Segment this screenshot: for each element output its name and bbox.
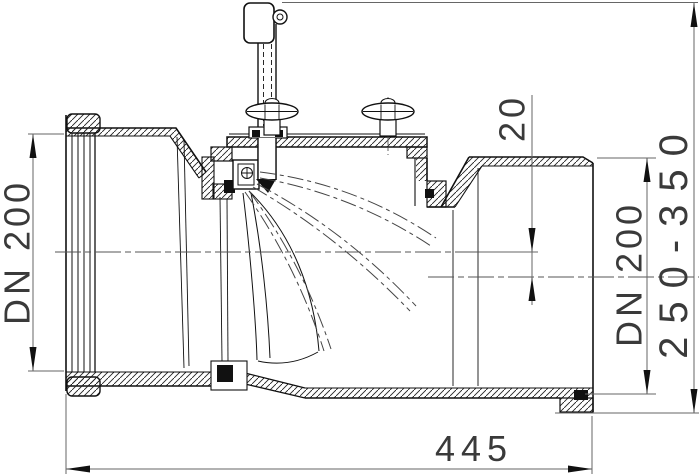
dimension-height-range: 250-350 [282, 2, 699, 414]
bottom-seal [217, 365, 233, 382]
arrow-right-icon [568, 465, 592, 473]
centerlines [55, 251, 699, 278]
lid-flange-right [406, 146, 428, 159]
collar-seal [425, 189, 434, 198]
arrow-up-icon [690, 3, 698, 27]
outlet-spigot [469, 156, 594, 412]
knob-right [361, 97, 415, 155]
dimension-length: 445 [65, 394, 593, 474]
lid [210, 133, 428, 162]
lid-flange-left [210, 146, 233, 162]
arrow-down-icon [29, 347, 37, 371]
bottom-wall [210, 360, 594, 413]
flap-closed [242, 190, 320, 364]
chamber-right-wall [414, 158, 455, 208]
label-height-range: 250-350 [652, 121, 696, 359]
spigot-end-lip [559, 397, 594, 413]
flap-hinge [232, 159, 260, 190]
valve-seat [201, 156, 235, 200]
dimension-left-diameter: DN 200 [0, 133, 64, 372]
arrow-down-icon [528, 228, 536, 252]
dimension-offset: 20 [492, 94, 536, 305]
label-right-diameter: DN 200 [609, 201, 650, 347]
arrow-down-icon [690, 389, 698, 413]
label-left-diameter: DN 200 [0, 179, 38, 325]
reducer-cone-edges [176, 136, 229, 369]
seat-seal [224, 180, 235, 193]
label-length: 445 [435, 428, 513, 469]
arrow-up-icon [29, 134, 37, 158]
arrow-up-icon [528, 277, 536, 301]
arrow-left-icon [66, 465, 90, 473]
inlet-socket [65, 113, 230, 397]
outlet-cone [440, 156, 483, 386]
flap-open-positions [244, 171, 437, 352]
label-offset: 20 [492, 94, 533, 142]
arrow-down-icon [643, 370, 651, 394]
knob-left [245, 97, 299, 136]
handle-pivot-icon [272, 9, 288, 25]
dimension-right-diameter: DN 200 [585, 157, 656, 395]
arrow-up-icon [643, 158, 651, 182]
emergency-handle [243, 2, 275, 44]
spigot-end-seal [574, 390, 588, 400]
clamp-wedge [256, 179, 276, 193]
